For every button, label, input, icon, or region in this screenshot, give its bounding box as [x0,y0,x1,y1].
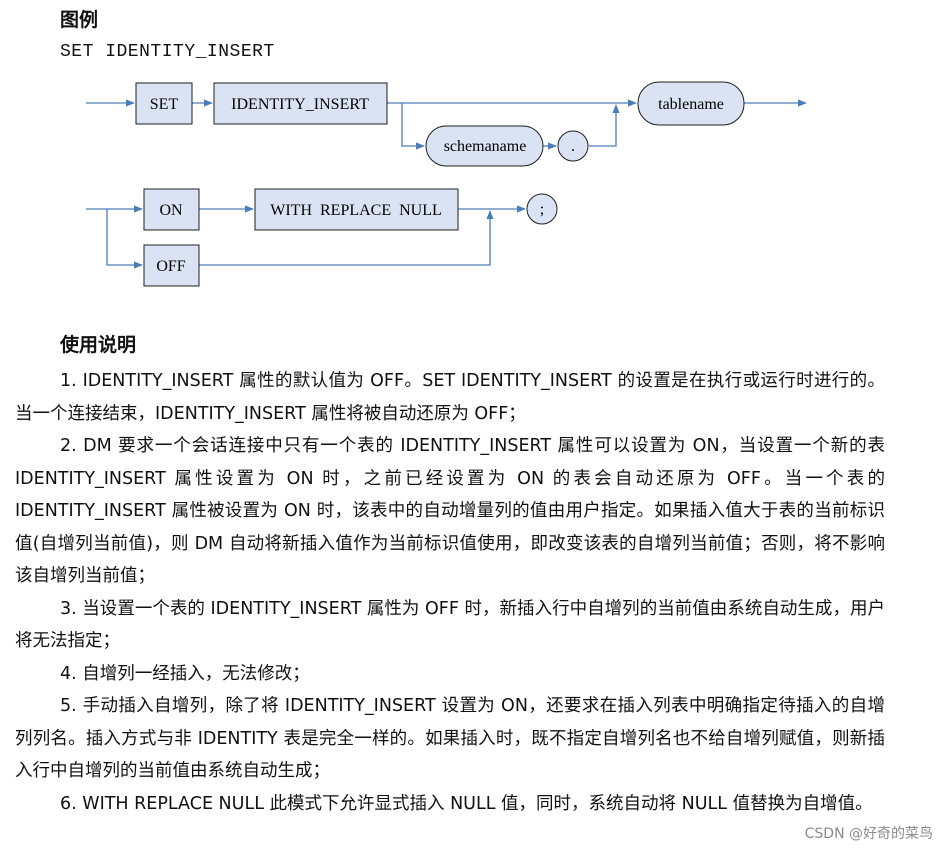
usage-heading: 使用说明 [60,334,137,356]
semicolon-label: ; [540,201,544,218]
with-replace-null-label: WITH REPLACE NULL [270,202,442,219]
off-keyword-label: OFF [156,258,185,275]
set-keyword-box [135,82,193,125]
tablename-node [637,81,745,126]
identity-insert-box [213,82,388,125]
usage-item-1: 1. IDENTITY_INSERT 属性的默认值为 OFF。SET IDENT… [15,371,885,424]
usage-list: 1. IDENTITY_INSERT 属性的默认值为 OFF。SET IDENT… [15,365,885,820]
dot-node [557,130,589,162]
usage-item-3: 3. 当设置一个表的 IDENTITY_INSERT 属性为 OFF 时，新插入… [15,598,885,652]
schemaname-node [425,125,544,167]
flow-branch-to-schemaname [401,103,425,150]
usage-item-2: 2. DM 要求一个会话连接中只有一个表的 IDENTITY_INSERT 属性… [15,436,885,586]
semicolon-node [526,193,558,225]
flow-dot-to-main [589,104,620,147]
usage-item-5: 5. 手动插入自增列，除了将 IDENTITY_INSERT 设置为 ON，还要… [15,696,885,781]
syntax-diagram: SET IDENTITY_INSERT schemaname . tablena… [86,81,807,287]
legend-heading: 图例 [60,9,99,31]
flow-off-to-main [199,210,494,266]
on-keyword-label: ON [159,202,183,219]
schemaname-label: schemaname [444,138,527,155]
set-keyword-label: SET [150,96,179,113]
flow-branch-to-off [106,209,143,269]
watermark: CSDN @好奇的菜鸟 [804,826,933,842]
identity-insert-label: IDENTITY_INSERT [231,96,369,113]
usage-item-6: 6. WITH REPLACE NULL 此模式下允许显式插入 NULL 值，同… [60,793,873,814]
with-replace-null-box [254,188,459,231]
usage-item-4: 4. 自增列一经插入，无法修改； [60,663,310,684]
off-keyword-box [143,244,200,287]
on-keyword-box [143,188,200,231]
tablename-label: tablename [658,96,724,113]
dot-label: . [571,138,575,155]
syntax-line: SET IDENTITY_INSERT [60,42,275,62]
